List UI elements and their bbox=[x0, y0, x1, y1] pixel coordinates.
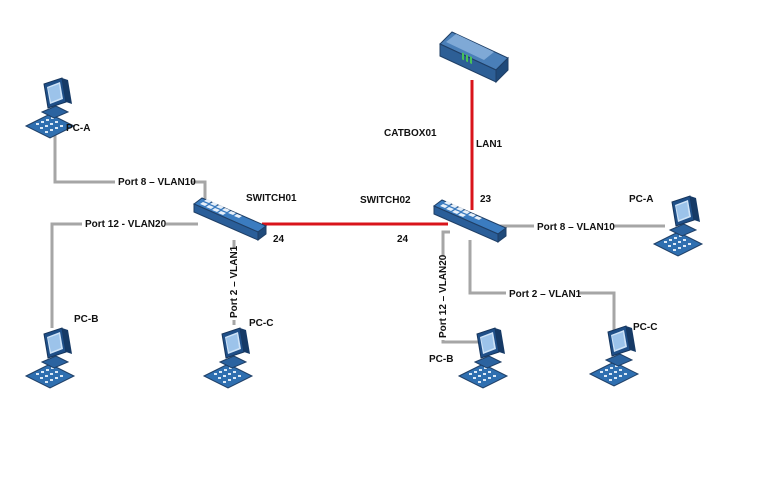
workstation-icon bbox=[203, 327, 253, 389]
workstation-icon bbox=[25, 327, 75, 389]
s1-pc-c-port-label: Port 2 – VLAN1 bbox=[229, 245, 240, 318]
s1-pc-c[interactable]: PC-C bbox=[203, 318, 273, 389]
s1-pc-a-link bbox=[53, 132, 207, 205]
s2-pc-c-name-label: PC-C bbox=[633, 322, 657, 333]
s2-trunk-port-label: 24 bbox=[397, 234, 409, 245]
s1-pc-a-name-label: PC-A bbox=[66, 123, 90, 134]
s2-uplink-port-label: 23 bbox=[480, 194, 492, 205]
switch01-name-label: SWITCH01 bbox=[246, 193, 297, 204]
switch01[interactable]: SWITCH01 bbox=[193, 193, 297, 241]
router-lan-label: LAN1 bbox=[476, 139, 503, 150]
switch-icon bbox=[193, 197, 267, 241]
router-name-label: CATBOX01 bbox=[384, 128, 437, 139]
s2-pc-a[interactable]: PC-A bbox=[629, 194, 703, 257]
s1-pc-c-name-label: PC-C bbox=[249, 318, 273, 329]
switch02-name-label: SWITCH02 bbox=[360, 195, 411, 206]
s1-pc-b-port-label: Port 12 - VLAN20 bbox=[85, 219, 167, 230]
s1-pc-b-link bbox=[50, 222, 198, 328]
s1-pc-a-port-label: Port 8 – VLAN10 bbox=[118, 177, 196, 188]
s2-pc-b-name-label: PC-B bbox=[429, 354, 453, 365]
s1-pc-a[interactable]: PC-A bbox=[25, 77, 90, 139]
s2-pc-a-port-label: Port 8 – VLAN10 bbox=[537, 222, 615, 233]
switch02[interactable]: SWITCH02 bbox=[360, 195, 507, 243]
s1-pc-b[interactable]: PC-B bbox=[25, 314, 98, 389]
s1-trunk-port-label: 24 bbox=[273, 234, 285, 245]
workstation-icon bbox=[589, 325, 639, 387]
switch-icon bbox=[433, 199, 507, 243]
s1-pc-b-name-label: PC-B bbox=[74, 314, 98, 325]
router-icon bbox=[439, 31, 509, 83]
s2-pc-c-port-label: Port 2 – VLAN1 bbox=[509, 289, 582, 300]
s2-pc-c[interactable]: PC-C bbox=[589, 322, 657, 387]
s2-pc-b-port-label: Port 12 – VLAN20 bbox=[438, 254, 449, 338]
router-catbox01[interactable]: CATBOX01 bbox=[384, 31, 509, 139]
workstation-icon bbox=[458, 327, 508, 389]
s2-pc-a-name-label: PC-A bbox=[629, 194, 653, 205]
s2-pc-c-link bbox=[468, 240, 616, 330]
s2-pc-b[interactable]: PC-B bbox=[429, 327, 508, 389]
